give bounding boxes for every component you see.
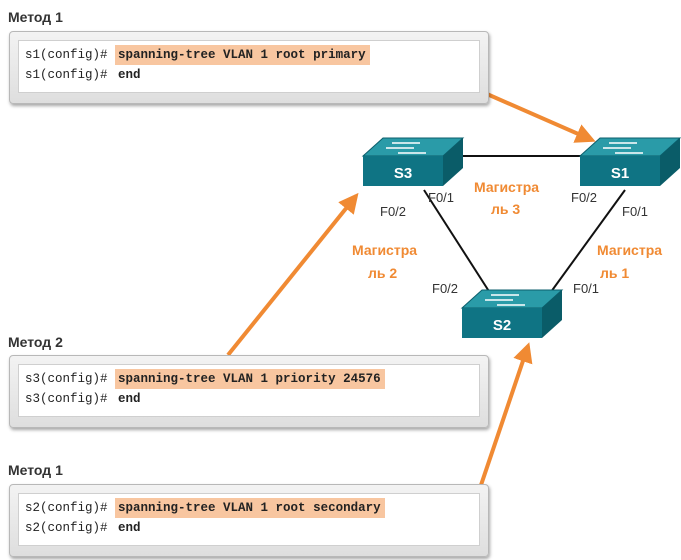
method-3-terminal: s2(config)# spanning-tree VLAN 1 root se… bbox=[18, 493, 480, 546]
method-3-line-1: s2(config)# spanning-tree VLAN 1 root se… bbox=[25, 498, 385, 518]
link-s1-s2 bbox=[547, 189, 626, 297]
method-2-title: Метод 2 bbox=[8, 334, 63, 350]
method-1-line-1: s1(config)# spanning-tree VLAN 1 root pr… bbox=[25, 45, 370, 65]
method-3-command-box: s2(config)# spanning-tree VLAN 1 root se… bbox=[9, 484, 489, 557]
method-2-line-1: s3(config)# spanning-tree VLAN 1 priorit… bbox=[25, 369, 385, 389]
switch-s1[interactable]: S1 bbox=[578, 137, 681, 186]
trunk-2-label-line2: ль 2 bbox=[368, 265, 397, 281]
cli-prompt: s2(config)# bbox=[25, 501, 108, 515]
link-s3-s2 bbox=[423, 189, 493, 297]
method-1-title: Метод 1 bbox=[8, 9, 63, 25]
port-s1-f01: F0/1 bbox=[622, 204, 648, 219]
switch-s1-label: S1 bbox=[611, 165, 629, 182]
cli-prompt: s2(config)# bbox=[25, 521, 108, 535]
port-s3-f02: F0/2 bbox=[380, 204, 406, 219]
method-3-title: Метод 1 bbox=[8, 462, 63, 478]
cli-prompt: s1(config)# bbox=[25, 68, 108, 82]
trunk-2-label-line1: Магистра bbox=[352, 242, 417, 258]
cli-command: spanning-tree VLAN 1 root primary bbox=[115, 45, 370, 65]
port-s3-f01: F0/1 bbox=[428, 190, 454, 205]
switch-s2[interactable]: S2 bbox=[460, 289, 564, 338]
port-s1-f02: F0/2 bbox=[571, 190, 597, 205]
cli-command: spanning-tree VLAN 1 priority 24576 bbox=[115, 369, 385, 389]
switch-s2-label: S2 bbox=[493, 317, 511, 334]
cli-command: end bbox=[118, 68, 141, 82]
trunk-3-label-line2: ль 3 bbox=[491, 201, 520, 217]
method-2-line-2: s3(config)# end bbox=[25, 389, 145, 409]
method-1-terminal: s1(config)# spanning-tree VLAN 1 root pr… bbox=[18, 40, 480, 93]
switch-s3-label: S3 bbox=[394, 165, 412, 182]
port-s2-f01: F0/1 bbox=[573, 281, 599, 296]
method-1-command-box: s1(config)# spanning-tree VLAN 1 root pr… bbox=[9, 31, 489, 104]
cli-command: spanning-tree VLAN 1 root secondary bbox=[115, 498, 385, 518]
trunk-1-label-line1: Магистра bbox=[597, 242, 662, 258]
cli-prompt: s1(config)# bbox=[25, 48, 108, 62]
arrow-method2-to-s3 bbox=[226, 192, 359, 357]
trunk-3-label-line1: Магистра bbox=[474, 179, 539, 195]
switch-s3[interactable]: S3 bbox=[361, 137, 465, 186]
method-2-command-box: s3(config)# spanning-tree VLAN 1 priorit… bbox=[9, 355, 489, 428]
method-1-line-2: s1(config)# end bbox=[25, 65, 145, 85]
arrow-method1b-to-s2 bbox=[478, 342, 533, 489]
method-3-line-2: s2(config)# end bbox=[25, 518, 145, 538]
cli-prompt: s3(config)# bbox=[25, 392, 108, 406]
cli-command: end bbox=[118, 392, 141, 406]
cli-command: end bbox=[118, 521, 141, 535]
trunk-1-label-line2: ль 1 bbox=[600, 265, 629, 281]
arrow-method1-to-s1 bbox=[486, 92, 596, 143]
method-2-terminal: s3(config)# spanning-tree VLAN 1 priorit… bbox=[18, 364, 480, 417]
cli-prompt: s3(config)# bbox=[25, 372, 108, 386]
port-s2-f02: F0/2 bbox=[432, 281, 458, 296]
